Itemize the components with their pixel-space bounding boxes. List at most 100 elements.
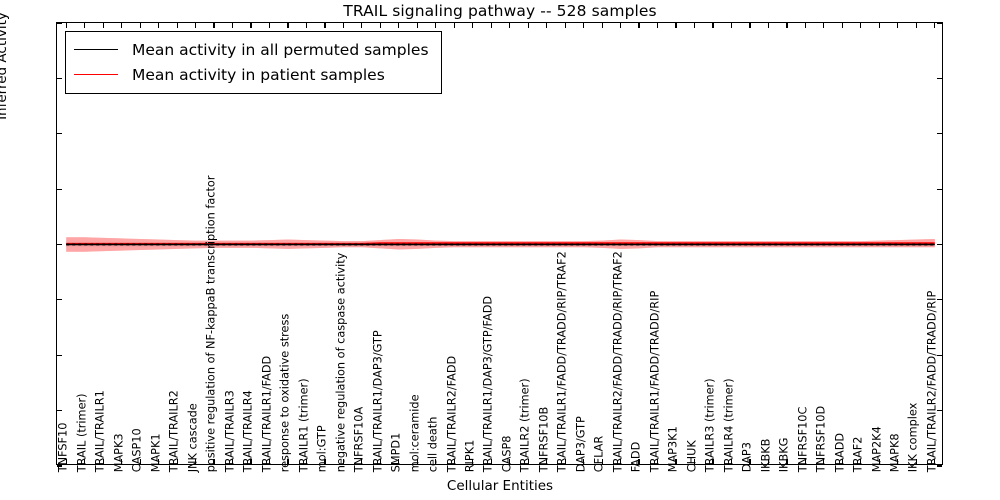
x-tick-mark (435, 23, 437, 28)
x-tick-mark (878, 459, 880, 464)
x-tick-mark (287, 23, 289, 28)
x-tick-mark (139, 459, 141, 464)
x-tick-label: DAP3 (740, 442, 754, 473)
x-tick-label: mol:ceramide (408, 394, 422, 473)
x-tick-mark (305, 459, 308, 464)
x-tick-label: TRAIL/TRAILR1/DAP3/GTP (371, 330, 385, 473)
legend-item-patient: Mean activity in patient samples (74, 62, 429, 87)
x-tick-mark (767, 23, 770, 28)
x-tick-mark (490, 459, 492, 464)
x-tick-label: TRAIL/TRAILR1/FADD (260, 355, 274, 473)
x-tick-label: TRAIL/TRAILR2/FADD/TRADD/RIP (925, 290, 939, 473)
x-tick-mark (638, 23, 640, 28)
y-tick-mark (57, 465, 62, 467)
x-tick-mark (767, 459, 770, 464)
x-tick-mark (915, 459, 917, 464)
x-tick-mark (915, 23, 917, 28)
x-tick-mark (176, 23, 178, 28)
x-tick-label: positive regulation of NF-kappaB transcr… (204, 175, 218, 473)
x-tick-label: TNFRSF10D (814, 405, 828, 473)
x-tick-mark (804, 459, 806, 464)
x-tick-label: TRAIL/TRAILR1/FADD/TRADD/RIP/TRAF2 (556, 251, 570, 473)
x-tick-mark (268, 23, 271, 28)
x-tick-label: TRAIL (trimer) (75, 393, 89, 473)
x-tick-mark (878, 23, 880, 28)
x-tick-label: TRAIL/TRAILR3 (223, 390, 237, 473)
x-tick-mark (527, 23, 529, 28)
x-tick-mark (620, 459, 622, 464)
x-tick-mark (638, 459, 640, 464)
x-tick-mark (65, 23, 67, 28)
x-tick-mark (84, 459, 86, 464)
y-tick-mark (57, 243, 62, 246)
x-tick-mark (934, 23, 936, 28)
x-tick-mark (158, 459, 160, 464)
x-tick-label: DAP3/GTP (574, 416, 588, 473)
x-tick-mark (435, 459, 437, 464)
x-tick-mark (675, 459, 677, 464)
x-tick-label: MAPK8 (888, 433, 902, 473)
x-tick-label: TRAIL/TRAILR4 (241, 390, 255, 473)
x-tick-mark (841, 23, 843, 28)
x-tick-mark (712, 23, 714, 28)
x-tick-mark (472, 459, 474, 464)
x-tick-label: TRAIL/TRAILR1 (94, 390, 108, 473)
x-tick-mark (250, 23, 252, 28)
y-tick-mark (937, 133, 942, 135)
x-tick-label: TRAILR2 (trimer) (519, 378, 533, 473)
x-tick-label: IKBKG (777, 437, 791, 473)
y-tick-mark (57, 133, 62, 135)
x-tick-mark (176, 459, 178, 464)
legend-swatch-patient (74, 74, 118, 75)
x-tick-mark (823, 459, 825, 464)
x-tick-mark (841, 459, 843, 464)
legend-label-permuted: Mean activity in all permuted samples (132, 40, 429, 59)
x-tick-mark (158, 23, 160, 28)
x-tick-mark (231, 23, 234, 28)
x-tick-mark (897, 459, 899, 464)
x-tick-mark (656, 459, 659, 464)
y-tick-mark (937, 410, 942, 412)
x-tick-label: negative regulation of caspase activity (334, 252, 348, 473)
x-tick-mark (546, 23, 548, 28)
legend-swatch-permuted (74, 49, 118, 50)
x-tick-label: TRAIL/TRAILR2/FADD (445, 355, 459, 473)
x-tick-mark (934, 459, 936, 464)
x-tick-mark (860, 459, 862, 464)
x-tick-label: cell death (426, 416, 440, 473)
x-tick-label: TRAIL/TRAILR1/DAP3/GTP/FADD (482, 295, 496, 473)
x-tick-mark (379, 23, 381, 28)
x-tick-mark (361, 459, 363, 464)
legend: Mean activity in all permuted samples Me… (65, 31, 442, 94)
x-tick-mark (675, 23, 677, 28)
x-tick-mark (546, 459, 548, 464)
y-tick-mark (57, 22, 62, 24)
x-tick-mark (860, 23, 862, 28)
x-tick-mark (712, 459, 714, 464)
x-tick-mark (121, 23, 123, 28)
x-tick-label: TRAIL/TRAILR2 (168, 390, 182, 473)
x-tick-mark (453, 459, 455, 464)
x-tick-mark (749, 23, 751, 28)
series-layer (66, 237, 935, 252)
x-tick-label: TRAF2 (851, 436, 865, 473)
x-tick-label: CASP10 (131, 428, 145, 473)
x-tick-mark (324, 23, 326, 28)
x-tick-label: mol:GTP (315, 425, 329, 473)
x-tick-label: MAPK3 (112, 433, 126, 473)
y-tick-mark (937, 299, 942, 301)
x-tick-label: SMPD1 (389, 432, 403, 473)
x-tick-label: MAP3K1 (666, 426, 680, 473)
x-tick-mark (730, 459, 733, 464)
y-tick-mark (937, 77, 942, 79)
x-tick-label: TNFRSF10A (352, 406, 366, 473)
x-tick-label: FADD (629, 441, 643, 473)
x-tick-mark (342, 23, 344, 28)
x-tick-mark (564, 23, 566, 28)
x-tick-label: response to oxidative stress (278, 313, 292, 473)
x-tick-mark (65, 459, 67, 464)
x-tick-mark (693, 23, 696, 28)
x-tick-label: CFLAR (593, 435, 607, 473)
x-tick-mark (472, 23, 474, 28)
